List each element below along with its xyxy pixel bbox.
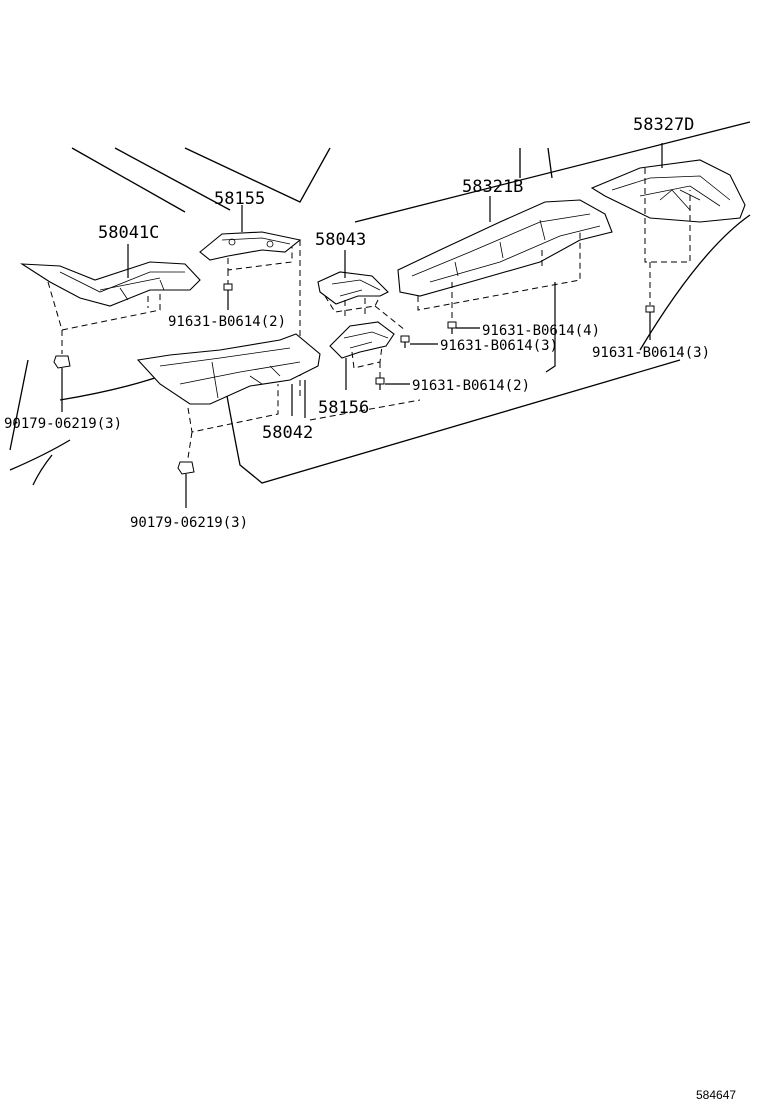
fastener-label[interactable]: 91631-B0614(3) (592, 345, 710, 361)
part-58042-shield[interactable] (136, 333, 321, 405)
part-label-58041C[interactable]: 58041C (98, 223, 159, 243)
part-label-58155[interactable]: 58155 (214, 189, 265, 209)
bolt-icon (400, 335, 410, 348)
diagram-id: 584647 (696, 1088, 736, 1102)
part-label-58327D[interactable]: 58327D (633, 115, 694, 135)
part-label-58042[interactable]: 58042 (262, 423, 313, 443)
bolt-icon (223, 283, 233, 298)
clip-icon (53, 355, 71, 369)
vehicle-body-outline (9, 121, 751, 486)
fastener-label[interactable]: 91631-B0614(2) (168, 314, 286, 330)
part-58327D-shield[interactable] (590, 159, 746, 223)
clip-label[interactable]: 90179-06219(3) (130, 515, 248, 531)
part-58155-shield[interactable] (199, 231, 302, 261)
bolt-icon (447, 321, 457, 334)
clip-label[interactable]: 90179-06219(3) (4, 416, 122, 432)
part-label-58043[interactable]: 58043 (315, 230, 366, 250)
part-58156-shield[interactable] (329, 321, 395, 359)
part-58043-shield[interactable] (317, 271, 389, 305)
fastener-label[interactable]: 91631-B0614(4) (482, 323, 600, 339)
bolt-icon (645, 305, 655, 320)
bolt-icon (375, 377, 385, 390)
part-label-58321B[interactable]: 58321B (462, 177, 523, 197)
fastener-label[interactable]: 91631-B0614(2) (412, 378, 530, 394)
part-58041C-shield[interactable] (19, 261, 201, 307)
clip-icon (177, 461, 195, 475)
part-58321B-shield[interactable] (397, 199, 613, 297)
fastener-label[interactable]: 91631-B0614(3) (440, 338, 558, 354)
part-label-58156[interactable]: 58156 (318, 398, 369, 418)
